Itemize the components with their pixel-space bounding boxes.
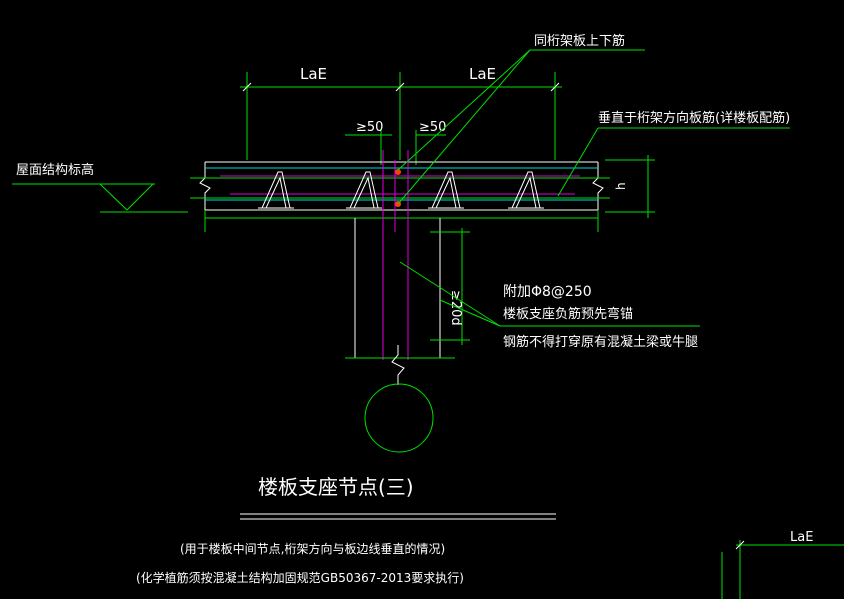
leader-perp-rebar: 垂直于桁架方向板筋(详楼板配筋): [557, 110, 790, 197]
usage-note: (用于楼板中间节点,桁架方向与板边线垂直的情况): [180, 541, 445, 556]
same-truss-label: 同桁架板上下筋: [534, 33, 625, 49]
min-50-dimension-group: ≥50 ≥50: [345, 120, 446, 165]
min-50-left-label: ≥50: [356, 120, 383, 135]
perp-rebar-label: 垂直于桁架方向板筋(详楼板配筋): [598, 110, 790, 126]
lae-left-label: LaE: [300, 65, 327, 83]
corner-partial-detail: LaE: [721, 530, 844, 599]
roof-elevation-marker: 屋面结构标高: [12, 162, 188, 213]
drawing-title-block: 楼板支座节点(三) (用于楼板中间节点,桁架方向与板边线垂直的情况) (化学植筋…: [136, 475, 556, 585]
rebar-point-top: [395, 169, 401, 175]
lae-dimension-group: LaE LaE: [240, 65, 562, 160]
anchor-20d-label: ≥20d: [448, 290, 463, 326]
regulation-note: (化学植筋须按混凝土结构加固规范GB50367-2013要求执行): [136, 570, 464, 585]
height-h-label: h: [614, 182, 628, 190]
support-note-label: 楼板支座负筋预先弯锚: [503, 306, 633, 322]
add-rebar-label: 附加Φ8@250: [503, 284, 592, 300]
leader-add-rebar: 附加Φ8@250 楼板支座负筋预先弯锚 钢筋不得打穿原有混凝土梁或牛腿: [399, 261, 700, 350]
lae-right-label: LaE: [469, 65, 496, 83]
anchor-dimension: ≥20d: [430, 228, 470, 345]
truss-profiles: [258, 171, 544, 209]
min-50-right-label: ≥50: [419, 120, 446, 135]
roof-elevation-label: 屋面结构标高: [16, 162, 94, 178]
leader-same-truss: 同桁架板上下筋: [397, 33, 645, 205]
lae-corner-label: LaE: [790, 530, 813, 545]
height-dimension: h: [605, 155, 655, 218]
drawing-title: 楼板支座节点(三): [258, 475, 414, 499]
no-drill-label: 钢筋不得打穿原有混凝土梁或牛腿: [503, 334, 698, 350]
support-column: [345, 218, 455, 453]
